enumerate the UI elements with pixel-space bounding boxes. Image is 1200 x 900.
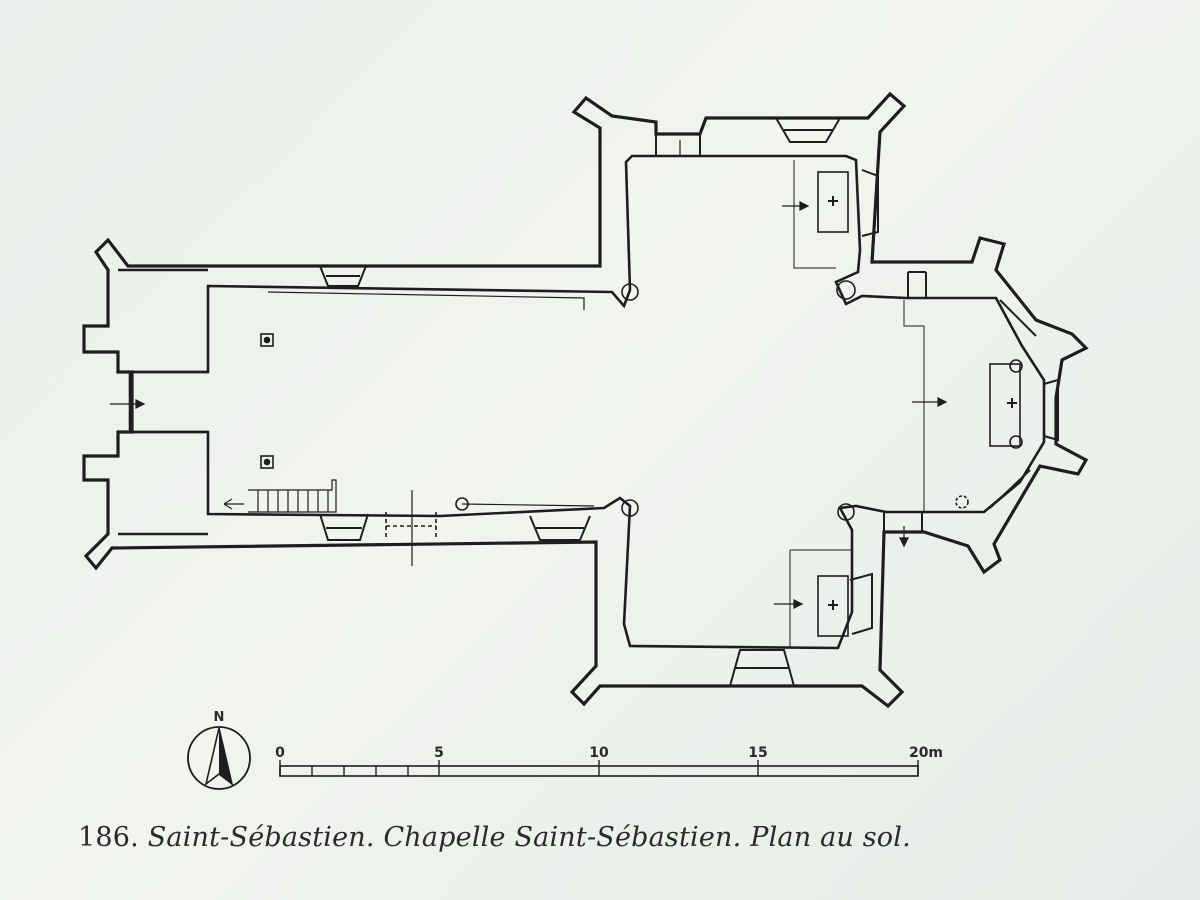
scale-label-20m: 20m <box>909 745 943 761</box>
pillars <box>260 280 1023 521</box>
window-recess-south-nave <box>319 513 369 541</box>
pillar-south <box>260 455 274 469</box>
compass-label: N <box>214 710 225 725</box>
scale-label-0: 0 <box>275 745 285 761</box>
north-door <box>655 134 927 298</box>
nave-bench <box>267 291 595 507</box>
scale-label-15: 15 <box>748 745 767 761</box>
window-recess-north-transept <box>775 117 841 143</box>
cross-south <box>828 600 838 610</box>
inner-wall <box>128 154 1046 650</box>
north-arrow: N <box>187 710 251 790</box>
window-recess-south-transept <box>729 649 795 687</box>
west-porch <box>118 268 208 536</box>
chapel-railings <box>789 160 925 648</box>
window-recess-south-choir <box>529 515 591 541</box>
window-recess-apse <box>989 299 1059 509</box>
scale-label-5: 5 <box>434 745 444 761</box>
altar-north <box>817 171 849 233</box>
east-door <box>883 512 923 532</box>
outer-wall <box>82 91 1089 709</box>
pillar-north <box>260 333 274 347</box>
cross-east <box>1007 398 1017 408</box>
entry-arrows <box>110 140 948 609</box>
figure-caption: 186. Saint-Sébastien. Chapelle Saint-Séb… <box>78 822 911 853</box>
figure-number: 186. <box>78 822 139 853</box>
building-walls <box>82 91 1089 709</box>
south-door <box>385 512 437 540</box>
figure-title: Saint-Sébastien. Chapelle Saint-Sébastie… <box>147 822 911 853</box>
compass-circle <box>187 726 251 790</box>
staircase <box>223 479 337 513</box>
scale-bar: 0 5 10 15 20m <box>275 745 943 777</box>
window-recess-east-transept <box>849 169 879 635</box>
scale-label-10: 10 <box>589 745 609 761</box>
altar-south <box>817 575 849 637</box>
cross-north <box>828 196 838 206</box>
altar-east <box>989 363 1021 447</box>
window-recess-north-nave <box>319 265 367 287</box>
altar-crosses <box>828 196 1017 610</box>
